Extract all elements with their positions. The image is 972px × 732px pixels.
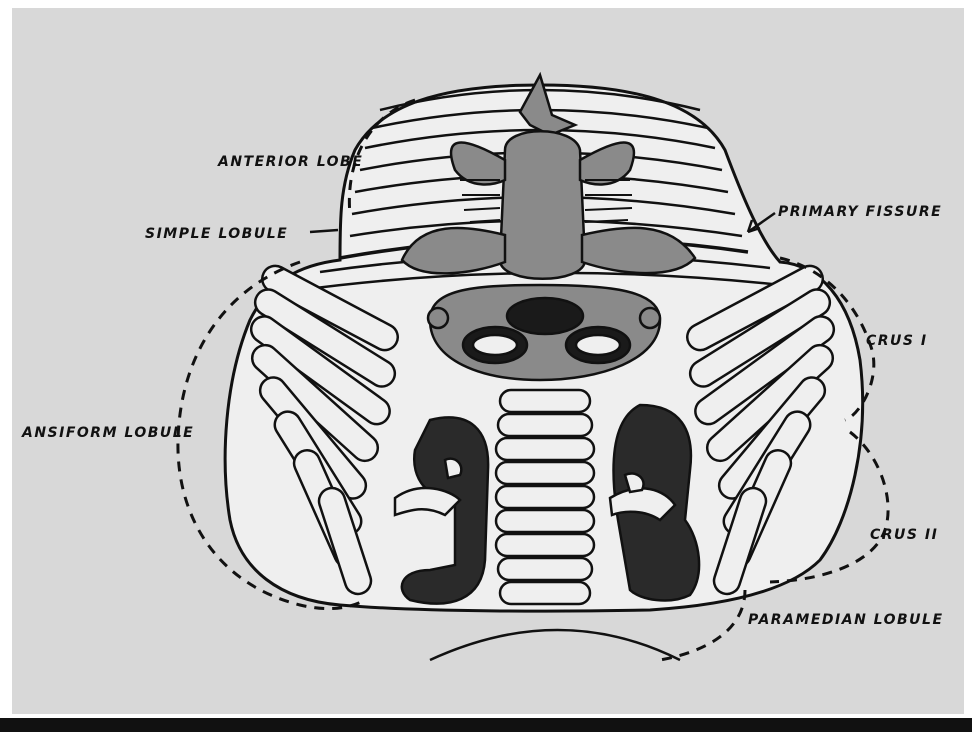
label-primary-fissure: PRIMARY FISSURE: [778, 204, 942, 220]
label-anterior-lobe: ANTERIOR LOBE: [217, 154, 363, 170]
homunculus-torso: [500, 131, 585, 279]
label-ansiform-lobule: ANSIFORM LOBULE: [21, 425, 194, 441]
simple-lobule-leader: [310, 230, 338, 232]
vermis-segments: [496, 390, 594, 604]
label-paramedian-lobule: PARAMEDIAN LOBULE: [748, 612, 944, 628]
base-arc: [430, 630, 680, 660]
label-simple-lobule: SIMPLE LOBULE: [145, 226, 288, 242]
mouth-oval: [507, 298, 583, 334]
label-crus-1: CRUS I: [866, 333, 928, 349]
label-crus-2: CRUS II: [870, 527, 938, 543]
